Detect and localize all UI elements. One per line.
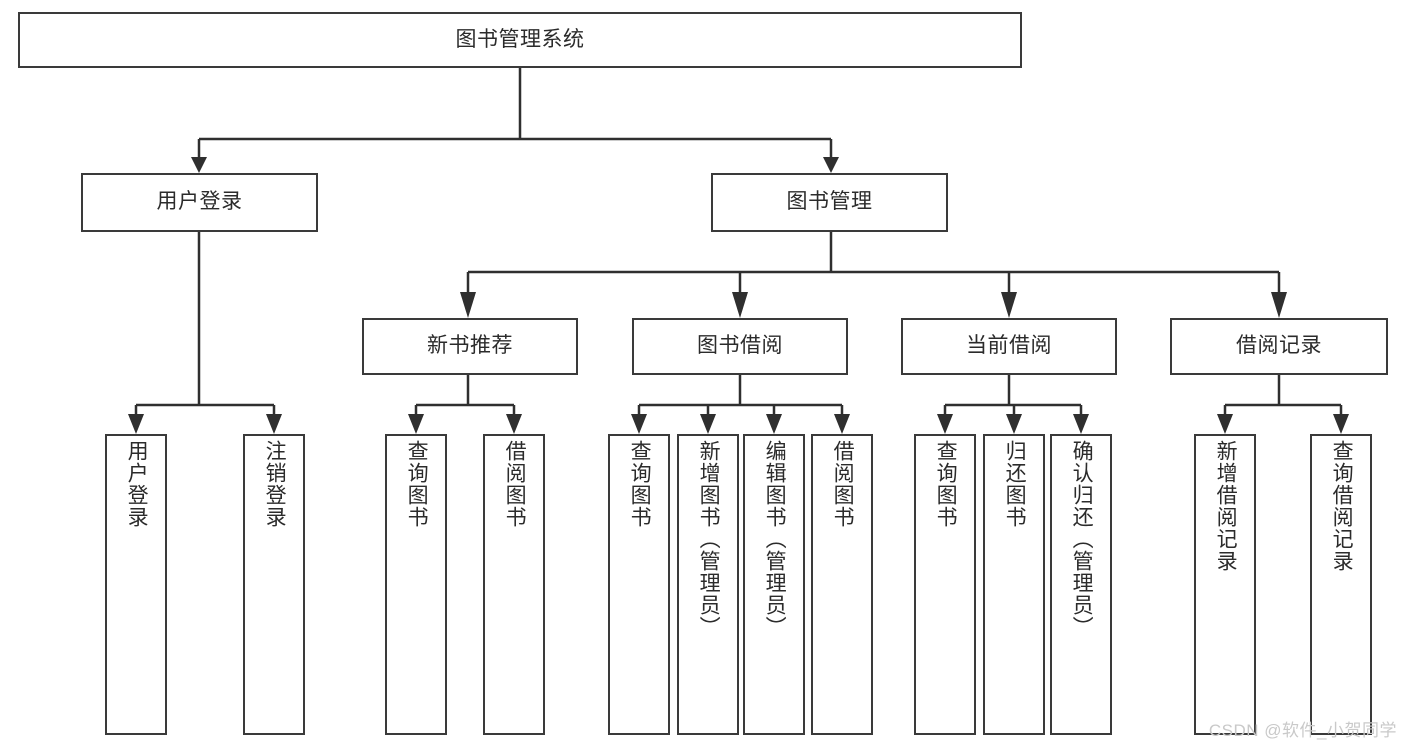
node-label: 新增借阅记录: [1214, 440, 1238, 572]
arrowhead-leaf-5: [631, 414, 647, 434]
leaf-node-query-borrow-record[interactable]: 查询借阅记录: [1310, 434, 1372, 735]
leaf-node-borrow-book[interactable]: 借阅图书: [811, 434, 873, 735]
watermark-text: CSDN @软件_小贺同学: [1208, 721, 1397, 740]
node-label: 查询图书: [934, 440, 958, 528]
node-new-book-recommend[interactable]: 新书推荐: [362, 318, 578, 375]
arrowhead-leaf-11: [1073, 414, 1089, 434]
node-label: 图书管理: [786, 190, 873, 214]
node-book-management[interactable]: 图书管理: [711, 173, 948, 232]
arrowhead-leaf-9: [937, 414, 953, 434]
leaf-node-add-book-admin[interactable]: 新增图书（管理员）: [677, 434, 739, 735]
leaf-node-confirm-return-admin[interactable]: 确认归还（管理员）: [1050, 434, 1112, 735]
node-label: 查询图书: [405, 440, 429, 528]
node-label: 借阅图书: [831, 440, 855, 528]
arrowhead-leaf-6: [700, 414, 716, 434]
leaf-node-return-book[interactable]: 归还图书: [983, 434, 1045, 735]
node-label: 查询图书: [628, 440, 652, 528]
arrowhead-leaf-1: [128, 414, 144, 434]
arrowhead-book-borrow: [732, 292, 748, 318]
arrowhead-current-borrow: [1001, 292, 1017, 318]
node-label: 图书管理系统: [455, 27, 585, 51]
leaf-node-edit-book-admin[interactable]: 编辑图书（管理员）: [743, 434, 805, 735]
arrowhead-borrow-record: [1271, 292, 1287, 318]
node-label: 用户登录: [156, 190, 243, 214]
leaf-node-query-book-borrow[interactable]: 查询图书: [608, 434, 670, 735]
leaf-node-add-borrow-record[interactable]: 新增借阅记录: [1194, 434, 1256, 735]
node-book-borrow[interactable]: 图书借阅: [632, 318, 848, 375]
node-label: 借阅记录: [1236, 334, 1322, 358]
arrowhead-leaf-10: [1006, 414, 1022, 434]
node-current-borrow[interactable]: 当前借阅: [901, 318, 1117, 375]
node-label: 确认归还（管理员）: [1070, 440, 1094, 638]
node-label: 编辑图书（管理员）: [763, 440, 787, 638]
node-label: 借阅图书: [503, 440, 527, 528]
arrowhead-leaf-2: [266, 414, 282, 434]
arrowhead-book-mgmt: [823, 157, 839, 173]
node-label: 用户登录: [125, 440, 149, 528]
node-label: 查询借阅记录: [1330, 440, 1354, 572]
arrowhead-leaf-13: [1333, 414, 1349, 434]
arrowhead-user-login: [191, 157, 207, 173]
leaf-node-logout-login[interactable]: 注销登录: [243, 434, 305, 735]
node-root-system[interactable]: 图书管理系统: [18, 12, 1022, 68]
leaf-node-user-login[interactable]: 用户登录: [105, 434, 167, 735]
leaf-node-query-book-current[interactable]: 查询图书: [914, 434, 976, 735]
node-label: 新增图书（管理员）: [697, 440, 721, 638]
arrowhead-leaf-8: [834, 414, 850, 434]
arrowhead-leaf-7: [766, 414, 782, 434]
node-borrow-record[interactable]: 借阅记录: [1170, 318, 1388, 375]
leaf-node-query-book-recommend[interactable]: 查询图书: [385, 434, 447, 735]
arrowhead-new-book: [460, 292, 476, 318]
leaf-node-borrow-book-recommend[interactable]: 借阅图书: [483, 434, 545, 735]
arrowhead-leaf-12: [1217, 414, 1233, 434]
arrowhead-leaf-4: [506, 414, 522, 434]
node-label: 注销登录: [263, 440, 287, 528]
node-label: 图书借阅: [697, 334, 783, 358]
node-label: 新书推荐: [427, 334, 513, 358]
node-label: 归还图书: [1003, 440, 1027, 528]
node-user-login[interactable]: 用户登录: [81, 173, 318, 232]
node-label: 当前借阅: [966, 334, 1052, 358]
arrowhead-leaf-3: [408, 414, 424, 434]
